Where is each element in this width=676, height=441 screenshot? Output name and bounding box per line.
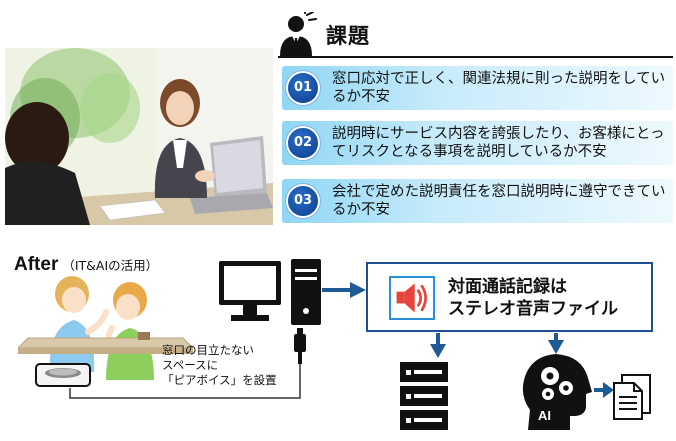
header-divider [278,56,673,58]
issue-item: 01 窓口応対で正しく、関連法規に則った説明をしているか不安 [282,66,673,110]
speaker-icon [389,276,435,320]
stereo-recording-callout: 対面通話記録は ステレオ音声ファイル [366,262,653,332]
caption-line: スペースに [162,358,219,372]
issue-text: 会社で定めた説明責任を窓口説明時に遵守できているか不安 [332,184,666,218]
callout-text: 対面通話記録は ステレオ音声ファイル [448,276,618,320]
problem-title: 課題 [326,24,370,48]
computer-icon [215,259,327,331]
issue-text: 窓口応対で正しく、関連法規に則った説明をしているか不安 [332,71,666,105]
voice-recorder-icon [34,360,92,390]
issue-item: 03 会社で定めた説明責任を窓口説明時に遵守できているか不安 [282,179,673,223]
server-icon [400,362,448,430]
recorder-placement-caption: 窓口の目立たない スペースに 「ピアボイス」を設置 [162,343,277,388]
worried-person-icon [278,7,318,56]
issue-item: 02 説明時にサービス内容を誇張したり、お客様にとってリスクとなる事項を説明して… [282,121,673,165]
ai-brain-icon: AI [520,352,592,430]
consultation-photo [5,48,273,225]
issue-number-badge: 01 [288,73,318,103]
after-title: After [14,254,59,275]
callout-line: 対面通話記録は [448,277,567,297]
issue-text: 説明時にサービス内容を誇張したり、お客様にとってリスクとなる事項を説明しているか… [332,126,665,160]
issue-number-badge: 03 [288,186,318,216]
document-icon [612,373,652,421]
problem-header: 課題 [278,7,673,58]
counter-desk [16,332,195,370]
usb-plug-icon [292,328,308,364]
issue-number-badge: 02 [288,128,318,158]
caption-line: 「ピアボイス」を設置 [162,373,277,387]
after-subtitle: （IT&AIの活用） [62,258,159,273]
callout-line: ステレオ音声ファイル [448,299,618,319]
caption-line: 窓口の目立たない [162,343,254,357]
ai-badge-text: AI [538,408,551,423]
after-label: After（IT&AIの活用） [14,254,158,276]
